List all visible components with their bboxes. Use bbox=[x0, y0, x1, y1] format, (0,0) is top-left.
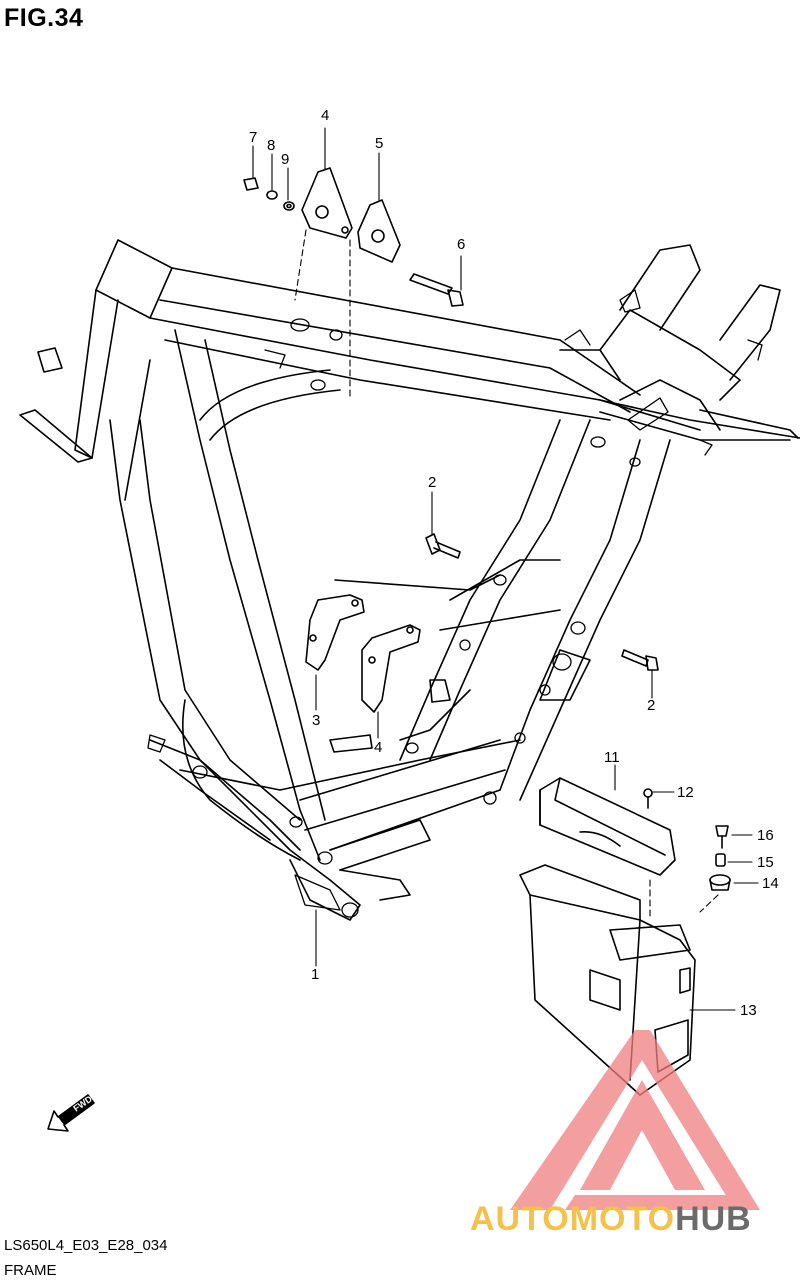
bolt-16 bbox=[715, 825, 729, 849]
washer-9 bbox=[266, 190, 278, 200]
figure-caption: FRAME bbox=[4, 1262, 57, 1279]
bolt-7 bbox=[409, 273, 464, 307]
leader-lines bbox=[252, 127, 759, 1011]
rear-frame bbox=[329, 244, 799, 801]
callout-1: 1 bbox=[311, 966, 320, 983]
watermark-text-part2: HUB bbox=[675, 1200, 752, 1238]
callout-6: 5 bbox=[375, 135, 384, 152]
callout-9: 8 bbox=[267, 137, 276, 154]
automotohub-logo-icon bbox=[510, 1030, 760, 1210]
battery-case-11 bbox=[519, 864, 696, 1096]
washer-10 bbox=[283, 201, 295, 211]
callout-3: 3 bbox=[312, 712, 321, 729]
watermark-text-part1: AUTOMOTO bbox=[470, 1200, 676, 1238]
top-tubes bbox=[149, 267, 800, 441]
callout-2-lower: 2 bbox=[647, 697, 656, 714]
bracket-5 bbox=[301, 167, 353, 239]
reference-code: LS650L4_E03_E28_034 bbox=[4, 1237, 168, 1254]
callout-13: 12 bbox=[677, 784, 694, 801]
callout-7: 6 bbox=[457, 236, 466, 253]
callout-2-upper: 2 bbox=[428, 474, 437, 491]
frame-details bbox=[147, 289, 763, 918]
callout-14: 14 bbox=[762, 875, 779, 892]
lower-cradle bbox=[149, 699, 521, 921]
callout-5: 4 bbox=[321, 107, 330, 124]
callout-8: 7 bbox=[249, 129, 258, 146]
steering-head bbox=[19, 239, 173, 463]
screw-13 bbox=[643, 788, 653, 809]
callout-4: 4 bbox=[374, 739, 383, 756]
callout-11: 13 bbox=[740, 1002, 757, 1019]
bracket-6 bbox=[357, 199, 401, 263]
nut-8 bbox=[243, 177, 259, 191]
cover-12 bbox=[539, 777, 676, 876]
fwd-arrow-icon: FWD bbox=[47, 1093, 95, 1132]
callout-15: 15 bbox=[757, 854, 774, 871]
down-tubes bbox=[109, 329, 341, 861]
callout-16: 16 bbox=[757, 827, 774, 844]
bracket-4 bbox=[361, 624, 421, 713]
callout-10: 9 bbox=[281, 151, 290, 168]
bolt-2-upper bbox=[425, 533, 461, 559]
bolt-2-lower bbox=[621, 649, 659, 671]
collar-15 bbox=[715, 853, 726, 867]
bracket-3 bbox=[305, 594, 365, 671]
watermark-text: AUTOMOTOHUB bbox=[470, 1200, 752, 1239]
callout-12: 11 bbox=[604, 749, 620, 766]
figure-title: FIG.34 bbox=[4, 4, 84, 32]
grommet-14 bbox=[709, 874, 731, 891]
